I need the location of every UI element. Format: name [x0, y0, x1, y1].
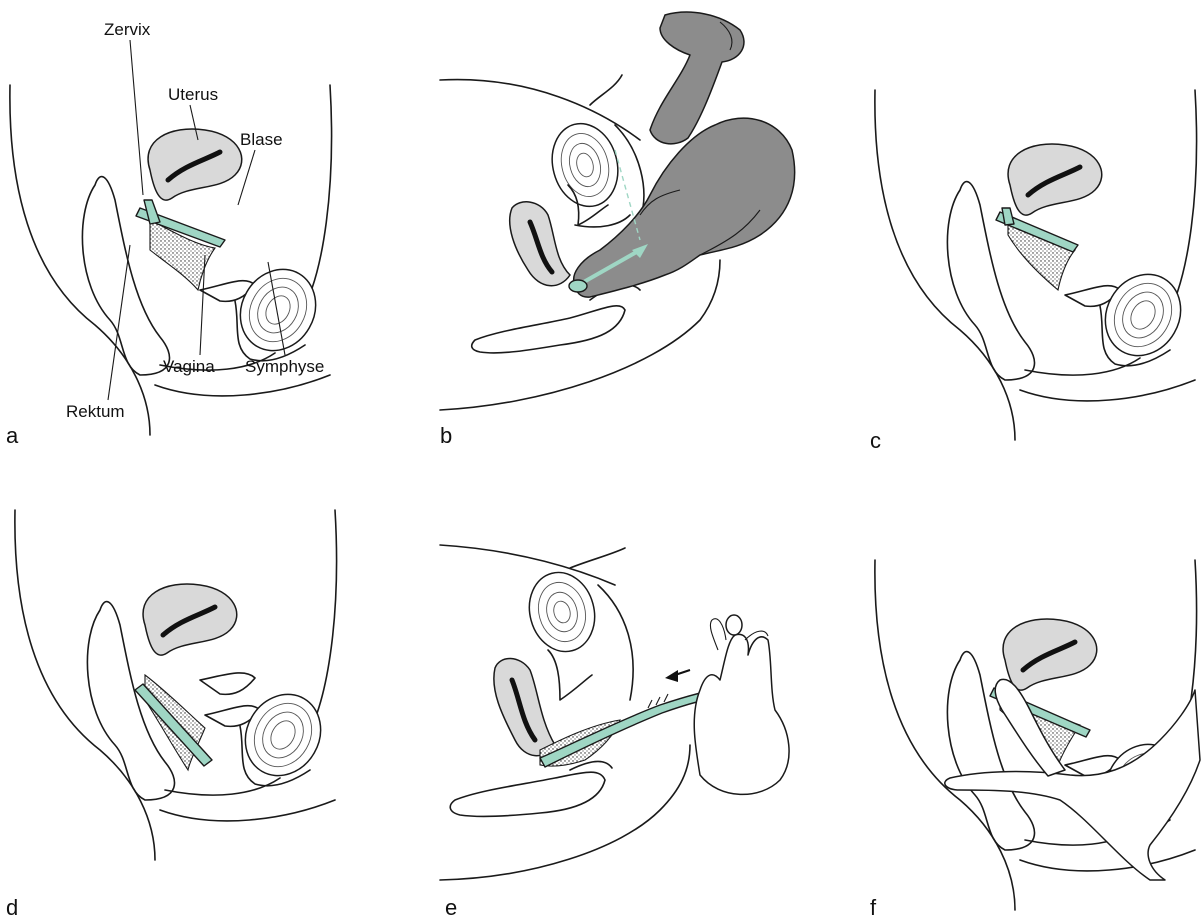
panel-letter-b: b — [440, 423, 452, 448]
uterus-shape-d — [143, 584, 237, 655]
panel-c: c — [870, 90, 1197, 453]
panel-d: d — [6, 510, 337, 920]
panel-a: Zervix Uterus Blase Symphyse Vagina Rekt… — [6, 20, 332, 448]
label-blase: Blase — [240, 130, 283, 149]
uterus-shape-c — [1008, 144, 1102, 215]
uterus-shape-f — [1003, 619, 1097, 690]
hand-f — [945, 690, 1200, 880]
panel-letter-c: c — [870, 428, 881, 453]
label-vagina: Vagina — [163, 357, 215, 376]
panel-f: f — [870, 560, 1200, 920]
panel-b: b — [440, 12, 795, 448]
label-zervix: Zervix — [104, 20, 151, 39]
panel-e: e — [440, 545, 789, 920]
panel-letter-e: e — [445, 895, 457, 920]
label-rektum: Rektum — [66, 402, 125, 421]
uterus-shape-e — [494, 658, 555, 755]
panel-letter-d: d — [6, 895, 18, 920]
panel-letter-f: f — [870, 895, 877, 920]
panel-letter-a: a — [6, 423, 19, 448]
uterus-shape — [148, 129, 242, 200]
label-symphyse: Symphyse — [245, 357, 324, 376]
hand-e — [694, 634, 789, 794]
label-uterus: Uterus — [168, 85, 218, 104]
